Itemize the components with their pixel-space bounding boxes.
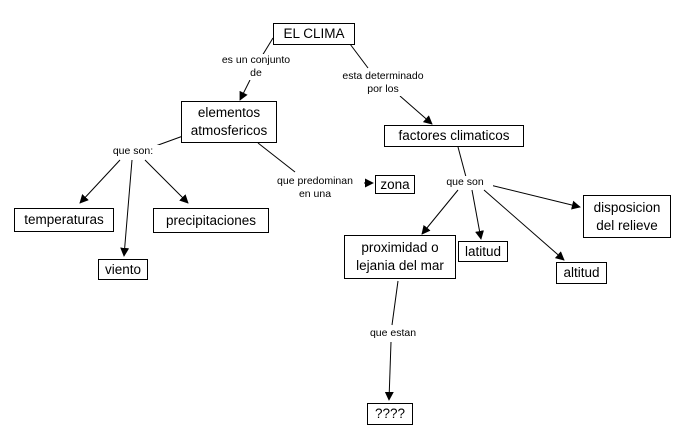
node-viento: viento [98, 259, 148, 280]
link-label-que-son-factores: que son [437, 176, 493, 189]
node-factores-climaticos: factores climaticos [384, 125, 524, 147]
node-zona: zona [375, 175, 415, 194]
node-disposicion-relieve: disposicion del relieve [583, 195, 671, 238]
line-clima-label-conjunto [261, 37, 274, 57]
line-proximidad-label-queestan [391, 280, 399, 326]
node-elementos-atmosfericos: elementos atmosfericos [181, 101, 277, 143]
arrow-to-viento [120, 159, 133, 257]
arrow-to-elementos [239, 79, 251, 101]
line-elementos-label-predominan [257, 142, 296, 173]
node-precipitaciones: precipitaciones [153, 208, 269, 233]
arrow-to-altitud [483, 189, 565, 261]
node-temperaturas: temperaturas [14, 208, 114, 232]
line-factores-label-queson [457, 146, 467, 178]
arrow-to-temperaturas [79, 159, 121, 204]
link-label-predominan: que predominan en una [266, 175, 364, 201]
node-latitud: latitud [458, 241, 508, 262]
link-label-que-estan: que estan [360, 327, 426, 340]
arrow-to-disposicion [489, 184, 581, 210]
arrow-to-proximidad [421, 189, 459, 235]
node-el-clima: EL CLIMA [273, 23, 355, 45]
arrow-to-incognita [384, 341, 394, 401]
link-label-determinado: esta determinado por los [331, 70, 435, 96]
arrow-to-factores [399, 95, 433, 125]
arrow-to-latitud [471, 189, 484, 240]
link-label-que-son-elementos: que son: [104, 145, 162, 158]
node-incognita: ???? [367, 403, 413, 425]
line-clima-label-determinado [349, 43, 369, 69]
arrow-to-precipitaciones [144, 159, 189, 204]
node-proximidad-mar: proximidad o lejania del mar [344, 235, 456, 279]
link-label-conjunto: es un conjunto de [207, 54, 305, 80]
node-altitud: altitud [556, 262, 607, 284]
